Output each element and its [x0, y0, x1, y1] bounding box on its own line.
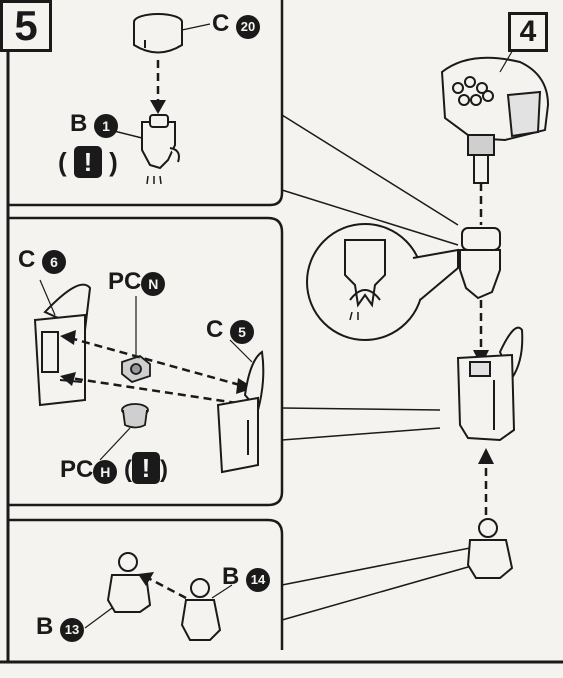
detail-clip-part [344, 239, 386, 308]
part-c6-half [33, 283, 92, 407]
label-part-b1: B 1 [70, 112, 119, 138]
label-part-b13: B 13 [36, 615, 85, 642]
magnifier-pointer [412, 248, 459, 301]
step-number-5: 5 [0, 0, 52, 52]
part-pch-poly-cap [121, 403, 149, 429]
part-b1-clip [141, 114, 180, 170]
panel-3-frame [8, 518, 284, 650]
part-b14-figure [180, 578, 222, 641]
detail-glue-marks [349, 311, 359, 321]
head-part-step4 [440, 56, 550, 184]
label-part-b14: B 14 [222, 565, 271, 592]
step-number-4: 4 [508, 12, 548, 52]
arrow-b14-to-b13 [147, 576, 187, 600]
caution-icon: ! [73, 146, 102, 178]
assembled-clip [459, 227, 501, 300]
caution-icon: ! [132, 452, 161, 484]
part-pcn-poly-cap [121, 354, 151, 384]
label-b1-caution: ( ! ) [58, 146, 118, 178]
label-part-c20: C 20 [212, 12, 261, 39]
label-part-c5: C 5 [206, 318, 255, 344]
torso-housing [456, 326, 524, 442]
label-part-c6: C 6 [18, 248, 67, 274]
panel-2-arrows [69, 336, 251, 407]
part-b13-figure [106, 552, 152, 613]
callout-lines [281, 114, 476, 621]
part-c5-half [216, 350, 265, 474]
part-c20-cap [133, 13, 183, 54]
panel-2-frame [8, 216, 284, 507]
panel-1-frame [8, 0, 284, 207]
pilot-figure [466, 518, 514, 579]
